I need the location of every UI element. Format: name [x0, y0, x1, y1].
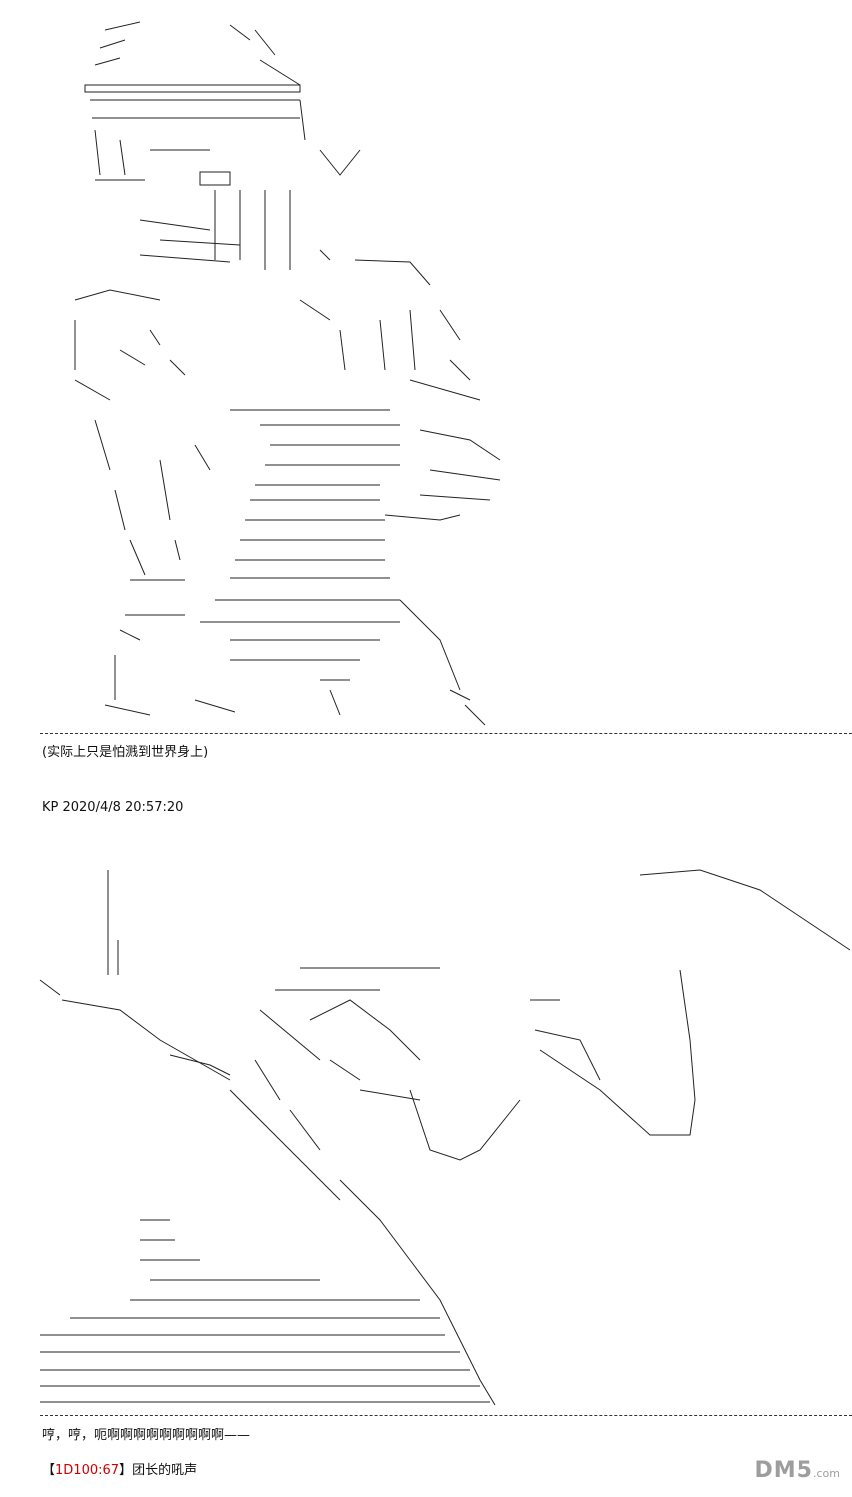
- watermark-logo-text: DM5: [754, 1458, 813, 1483]
- ascii-art-figure-drawing: [74, 21, 501, 726]
- dice-bracket-close: 】: [119, 1463, 133, 1478]
- watermark-domain: .com: [813, 1467, 840, 1480]
- dice-bracket-open: 【: [42, 1463, 56, 1478]
- dice-roll-value: 1D100:67: [55, 1463, 120, 1478]
- dice-roll-line: 【1D100:67】团长的吼声: [42, 1463, 197, 1479]
- post-divider-2: [40, 1415, 852, 1416]
- post-caption: (实际上只是怕溅到世界身上): [42, 745, 209, 760]
- site-watermark-logo: DM5.com: [755, 1458, 840, 1483]
- post-divider: [40, 733, 852, 734]
- ascii-art-scene-drawing: [39, 869, 851, 1406]
- post-header: KP 2020/4/8 20:57:20: [42, 800, 184, 815]
- dice-roll-label: 团长的吼声: [132, 1463, 198, 1478]
- post-message: 哼，哼，呃啊啊啊啊啊啊啊啊啊——: [42, 1428, 251, 1443]
